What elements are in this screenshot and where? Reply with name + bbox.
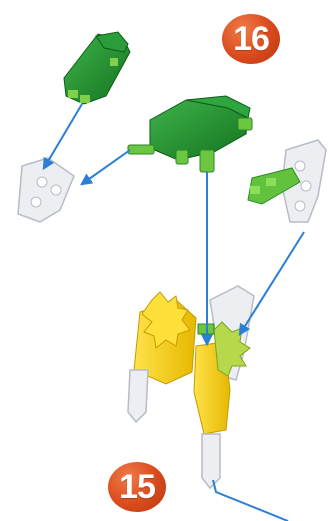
gray-frame-left — [18, 158, 74, 222]
green-hub-center — [128, 96, 252, 172]
assembled-model — [128, 286, 254, 488]
step-number-badge-current: 16 — [222, 14, 280, 64]
step-number-badge-previous: 15 — [108, 462, 166, 512]
green-connector-top-left — [64, 32, 130, 104]
